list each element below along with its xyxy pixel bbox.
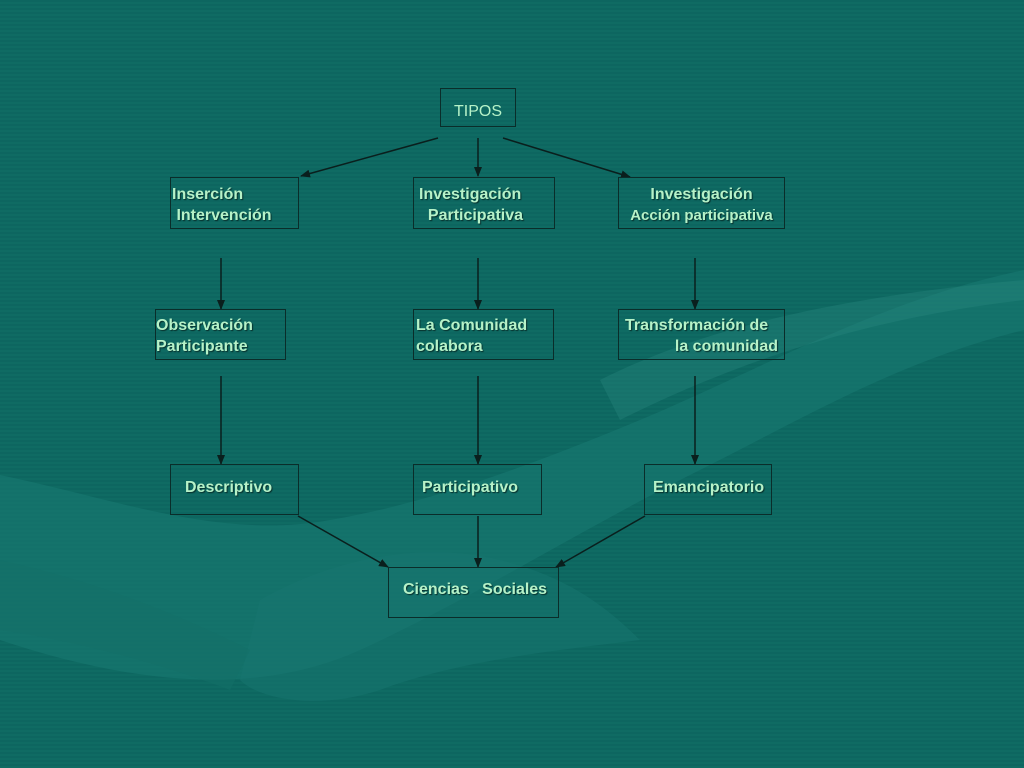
node-line: La Comunidad [416, 317, 528, 334]
node-line: Emancipatorio [653, 479, 765, 496]
arrow-root-right [502, 137, 631, 179]
node-line: Descriptivo [185, 479, 273, 496]
node-ciencias-sociales: Ciencias Sociales [388, 567, 559, 618]
node-line: Investigación [419, 186, 522, 203]
node-investigacion-accion-participativa: Investigación Acción participativa [618, 177, 785, 229]
node-transformacion-comunidad: Transformación de la comunidad [618, 309, 785, 360]
node-line: Acción participativa [630, 207, 773, 224]
arrow-root-left [300, 137, 439, 178]
node-line: la comunidad [674, 338, 778, 355]
node-emancipatorio: Emancipatorio [644, 464, 772, 515]
node-root-label: TIPOS [453, 103, 502, 120]
arrow-right-bottom [555, 515, 646, 568]
node-line: Inserción [172, 186, 244, 203]
node-line: Transformación de [625, 317, 769, 334]
node-comunidad-colabora: La Comunidad colabora [413, 309, 554, 360]
node-line: Observación [156, 317, 253, 334]
node-line: Participativo [422, 479, 519, 496]
node-participativo: Participativo [413, 464, 542, 515]
node-observacion-participante: Observación Participante [155, 309, 286, 360]
node-root: TIPOS [440, 88, 516, 127]
node-insercion-intervencion: Inserción Intervención [170, 177, 299, 229]
node-descriptivo: Descriptivo [170, 464, 299, 515]
arrow-left-bottom [297, 515, 389, 568]
node-line: Investigación [650, 186, 753, 203]
node-line: Intervención [172, 207, 272, 224]
node-line: colabora [416, 338, 483, 355]
node-line: Participativa [419, 207, 524, 224]
node-line: Ciencias Sociales [403, 581, 548, 598]
node-investigacion-participativa: Investigación Participativa [413, 177, 555, 229]
node-line: Participante [156, 338, 248, 355]
